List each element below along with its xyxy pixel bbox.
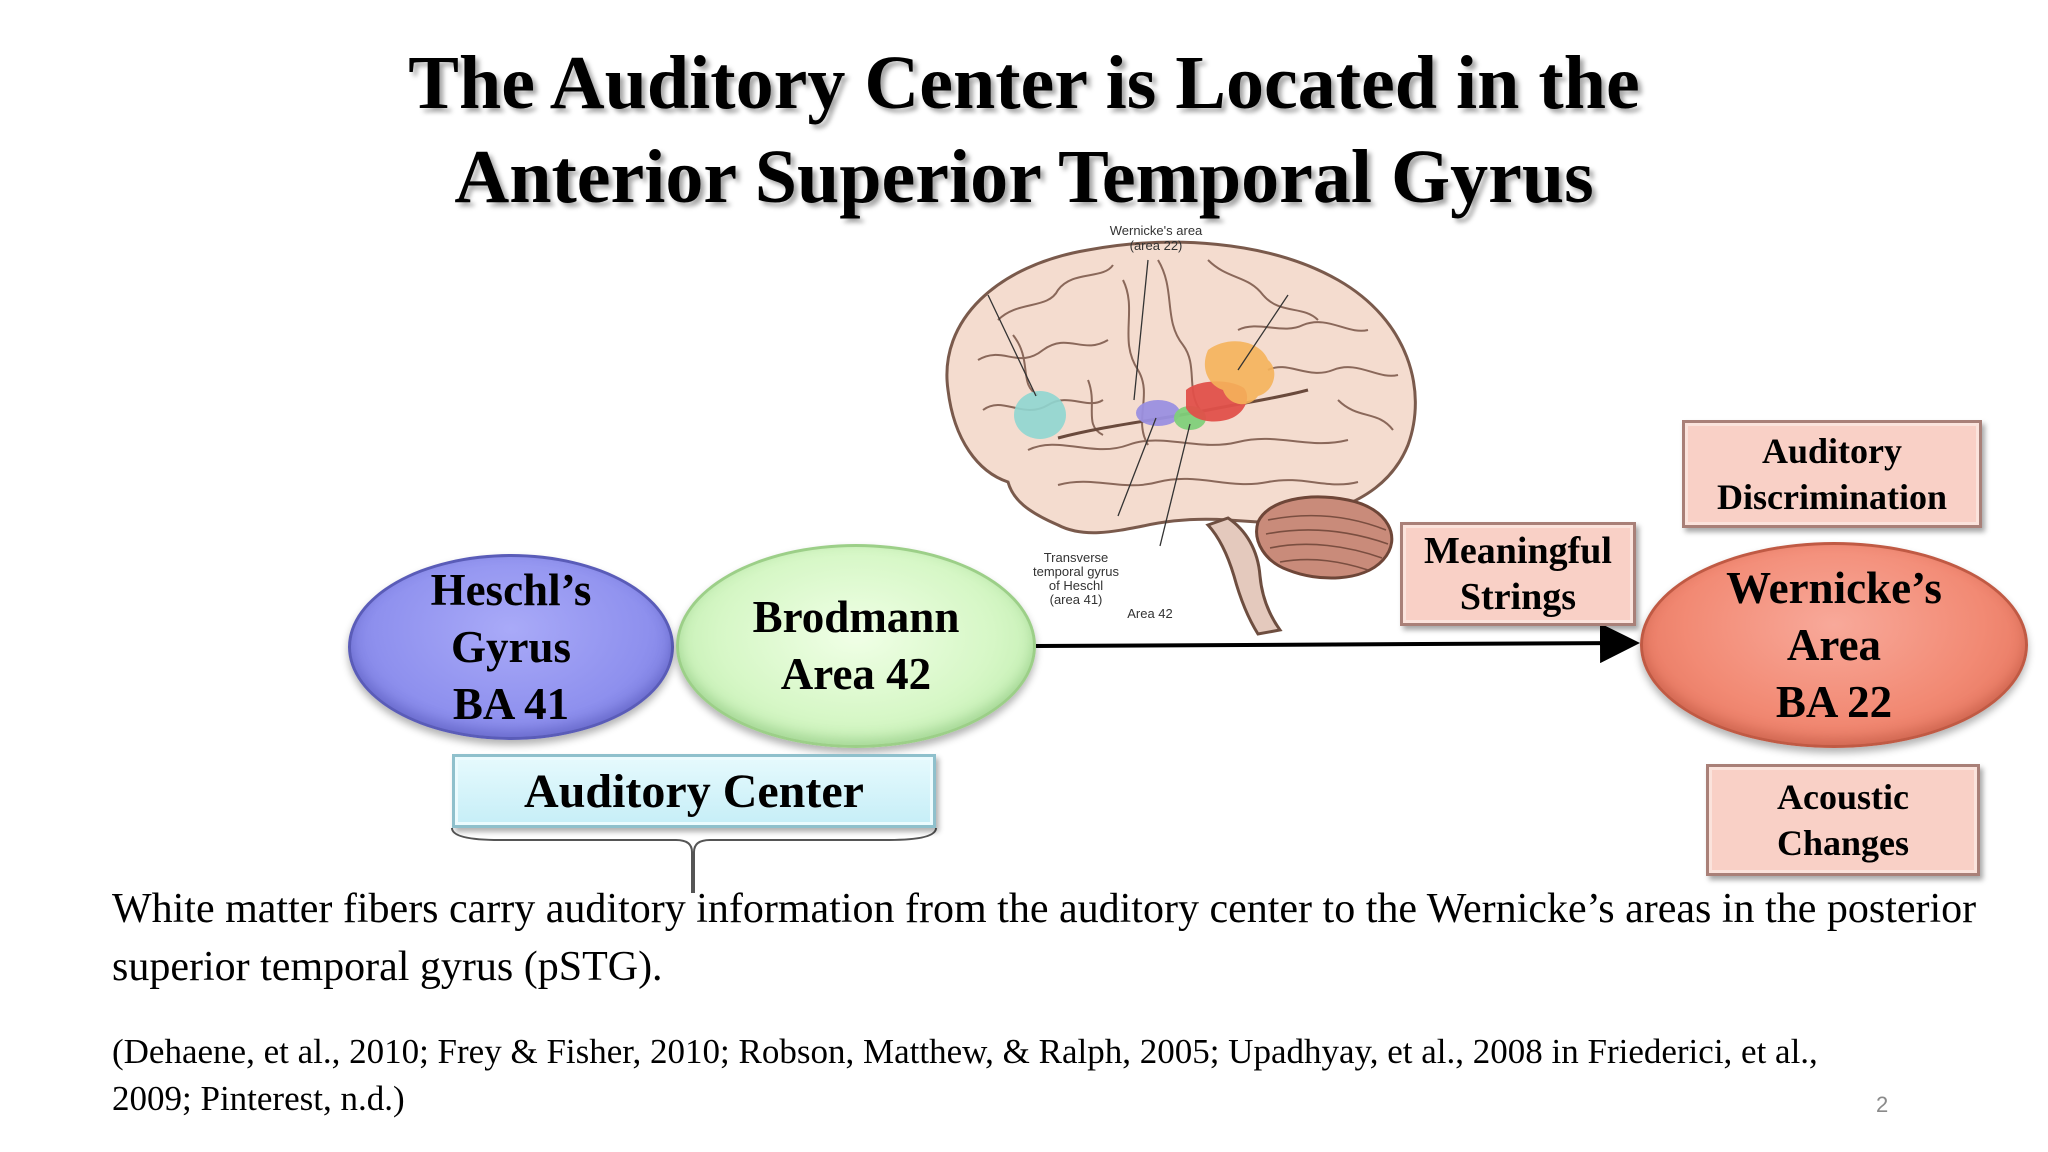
flow-arrow bbox=[1035, 623, 1640, 664]
meaningful-line-1: Meaningful bbox=[1424, 530, 1612, 572]
label-heschl-line-2: temporal gyrus bbox=[1033, 564, 1119, 579]
gyri-folds bbox=[977, 259, 1399, 487]
acoustic-line-1: Acoustic bbox=[1777, 777, 1909, 817]
heschl-line-1: Heschl’s bbox=[430, 564, 592, 615]
meaningful-strings-box: Meaningful Strings bbox=[1400, 522, 1636, 626]
supramarginal-region bbox=[1204, 341, 1275, 405]
label-heschl-line-1: Transverse bbox=[1044, 550, 1109, 565]
discrimination-line-2: Discrimination bbox=[1717, 477, 1947, 517]
auditory-center-label: Auditory Center bbox=[452, 754, 936, 828]
label-leader-lines bbox=[987, 259, 1289, 547]
heschls-gyrus-node: Heschl’s Gyrus BA 41 bbox=[348, 554, 674, 740]
angular-area-region bbox=[1014, 391, 1066, 439]
heschl-line-3: BA 41 bbox=[452, 678, 570, 729]
citation-text: (Dehaene, et al., 2010; Frey & Fisher, 2… bbox=[112, 1032, 1818, 1118]
cerebellum-shape bbox=[1255, 495, 1394, 580]
brodmann-line-1: Brodmann bbox=[752, 592, 960, 642]
label-wernicke-line-1: Wernicke's area bbox=[1110, 223, 1203, 238]
cerebrum-shape bbox=[945, 240, 1417, 535]
body-text: White matter fibers carry auditory infor… bbox=[112, 886, 1977, 990]
wernickes-area-node: Wernicke’s Area BA 22 bbox=[1640, 542, 2028, 748]
label-area-42: Area 42 bbox=[1127, 606, 1173, 621]
acoustic-changes-box: Acoustic Changes bbox=[1706, 764, 1980, 876]
discrimination-line-1: Auditory bbox=[1761, 431, 1902, 471]
label-wernicke-line-2: (area 22) bbox=[1130, 238, 1183, 253]
label-heschl-line-3: of Heschl bbox=[1049, 578, 1103, 593]
heschl-line-2: Gyrus bbox=[450, 621, 571, 672]
cerebellum-folia bbox=[1265, 514, 1389, 571]
meaningful-line-2: Strings bbox=[1459, 576, 1577, 618]
brodmann-area-42-node: Brodmann Area 42 bbox=[676, 544, 1036, 748]
slide-title: The Auditory Center is Located in the An… bbox=[0, 36, 2048, 224]
acoustic-line-2: Changes bbox=[1776, 823, 1910, 863]
auditory-discrimination-box: Auditory Discrimination bbox=[1682, 420, 1982, 528]
page-number: 2 bbox=[1876, 1092, 1889, 1117]
label-heschl-line-4: (area 41) bbox=[1050, 592, 1103, 607]
wernicke-line-2: Area bbox=[1786, 619, 1882, 670]
area-41-region bbox=[1136, 400, 1180, 426]
brodmann-line-2: Area 42 bbox=[780, 649, 932, 699]
title-line-2: Anterior Superior Temporal Gyrus bbox=[454, 135, 1594, 219]
brainstem-shape bbox=[1205, 516, 1283, 636]
title-line-1: The Auditory Center is Located in the bbox=[408, 41, 1640, 125]
wernicke-line-1: Wernicke’s bbox=[1726, 562, 1942, 613]
wernicke-line-3: BA 22 bbox=[1775, 676, 1893, 727]
brain-illustration: Wernicke's area (area 22) Transverse tem… bbox=[945, 223, 1417, 636]
